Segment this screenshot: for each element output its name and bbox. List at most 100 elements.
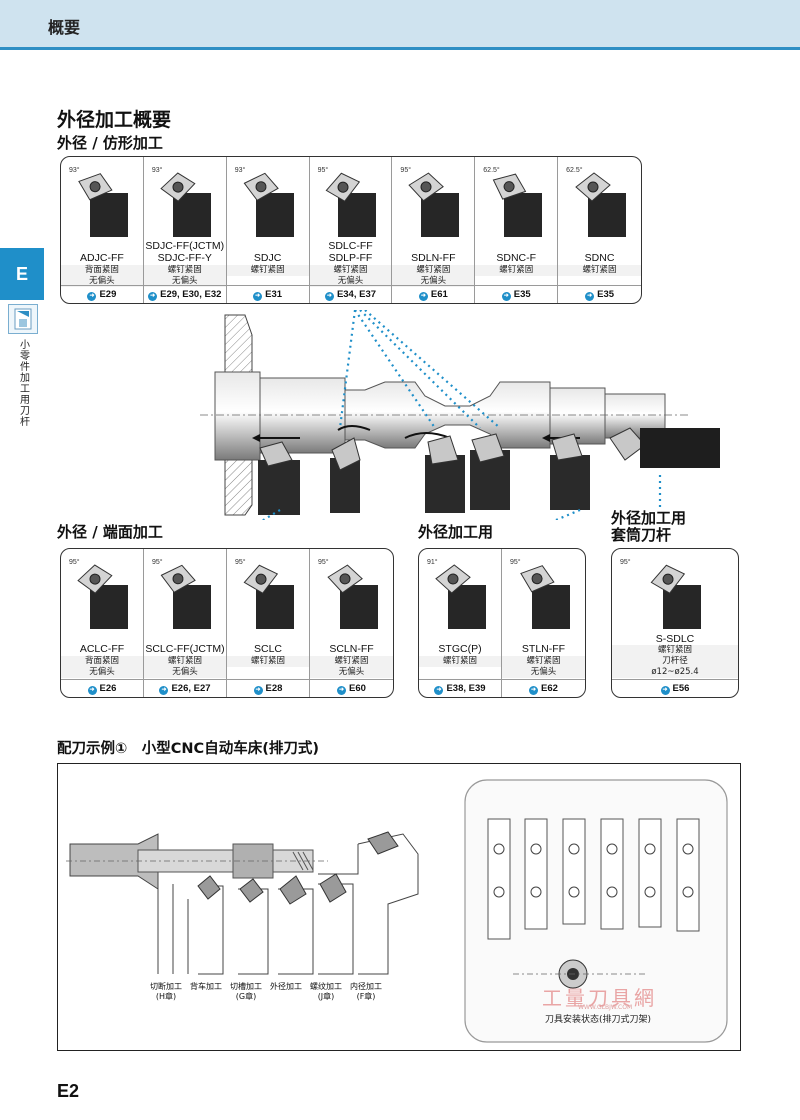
arrow-right-icon: ➜	[585, 292, 595, 301]
arrow-right-icon: ➜	[337, 686, 347, 695]
header-bar: 概要	[0, 0, 800, 50]
cutting-angle-label: 93°	[151, 167, 163, 174]
page-reference-text: E29	[99, 289, 117, 300]
tool-clamp-description: 背面紧固 无偏头	[61, 265, 143, 287]
page-reference-link[interactable]: ➜E26, E27	[144, 679, 226, 697]
page-reference-text: E34, E37	[336, 289, 377, 300]
tool-model-name: SCLC	[253, 643, 282, 655]
page-reference-link[interactable]: ➜E60	[310, 679, 393, 697]
page-reference-link[interactable]: ➜E29, E30, E32	[143, 285, 226, 303]
tool-holder-image	[155, 557, 215, 629]
tool-clamp-description: 螺钉紧固 无偏头	[502, 656, 585, 678]
cutting-angle-label: 95°	[317, 167, 329, 174]
arrow-right-icon: ➜	[253, 292, 263, 301]
page-reference-link[interactable]: ➜E26	[61, 679, 143, 697]
page-reference-link[interactable]: ➜E56	[612, 679, 738, 697]
page-reference-link[interactable]: ➜E28	[227, 679, 309, 697]
tool-holder-image	[238, 557, 298, 629]
page-reference-text: E29, E30, E32	[160, 289, 222, 300]
tool-holder-image	[403, 165, 463, 237]
cutting-angle-label: 62.5°	[566, 167, 583, 174]
cutting-angle-label: 95°	[152, 559, 163, 566]
page-reference-text: E28	[265, 683, 283, 694]
arrow-right-icon: ➜	[501, 292, 511, 301]
tool-model-name: STGC(P)	[438, 643, 482, 655]
arrow-right-icon: ➜	[87, 686, 97, 695]
page-reference-link[interactable]: ➜E29	[61, 285, 143, 303]
cutting-angle-label: 62.5°	[483, 167, 500, 174]
tool-model-name: S-SDLC	[655, 633, 695, 645]
tool-clamp-description: 螺钉紧固	[227, 656, 309, 667]
page-reference-text: E26, E27	[171, 683, 211, 694]
process-label: 背车加工	[190, 982, 222, 991]
subtitle-sleeve: 外径加工用 套筒刀杆	[611, 509, 687, 544]
tool-clamp-description: 背面紧固 无偏头	[61, 656, 143, 678]
cutting-angle-label: 95°	[69, 559, 80, 566]
tool-clamp-description: 螺钉紧固	[475, 265, 558, 276]
tool-cell: 91°STGC(P)螺钉紧固➜E38, E39	[419, 549, 502, 697]
tool-holder-image	[322, 557, 382, 629]
page-reference-text: E60	[349, 683, 366, 694]
page-reference-link[interactable]: ➜E38, E39	[419, 679, 501, 697]
tool-clamp-description: 螺钉紧固 无偏头	[144, 656, 226, 678]
arrow-right-icon: ➜	[87, 292, 97, 301]
tool-holder-image	[155, 165, 215, 237]
page-reference-link[interactable]: ➜E34, E37	[309, 285, 392, 303]
tool-holder-image	[514, 557, 574, 629]
tool-holder-image	[72, 165, 132, 237]
subtitle-od: 外径加工用	[418, 523, 494, 541]
page-reference-link[interactable]: ➜E62	[502, 679, 585, 697]
page-reference-text: E61	[430, 289, 448, 300]
tool-clamp-description: 螺钉紧固 刀杆径 ø12~ø25.4	[612, 645, 738, 678]
arrow-right-icon: ➜	[253, 686, 263, 695]
page-reference-link[interactable]: ➜E35	[558, 285, 641, 303]
process-label: 外径加工	[270, 982, 302, 991]
tool-model-name: SDJC	[253, 252, 282, 264]
process-label: 内径加工 (F章)	[350, 982, 382, 1001]
tool-clamp-description: 螺钉紧固 无偏头	[310, 656, 393, 678]
cutting-angle-label: 95°	[318, 559, 329, 566]
page-reference-text: E38, E39	[446, 683, 486, 694]
page-reference-text: E35	[513, 289, 531, 300]
tool-model-name: SDJC-FF(JCTM) SDJC-FF-Y	[145, 240, 225, 264]
page-reference-link[interactable]: ➜E61	[392, 285, 475, 303]
cutting-angle-label: 91°	[427, 559, 438, 566]
page-reference-text: E56	[672, 683, 690, 694]
toolholder-icon	[8, 304, 38, 334]
tool-holder-image	[486, 165, 546, 237]
page-reference-text: E35	[597, 289, 615, 300]
page-reference-text: E62	[541, 683, 558, 694]
arrow-right-icon: ➜	[324, 292, 334, 301]
arrow-right-icon: ➜	[529, 686, 539, 695]
page-reference-link[interactable]: ➜E35	[475, 285, 558, 303]
cutting-angle-label: 95°	[400, 167, 412, 174]
tool-clamp-description: 螺钉紧固 无偏头	[143, 265, 226, 287]
arrow-right-icon: ➜	[418, 292, 428, 301]
tool-model-name: ADJC-FF	[80, 252, 124, 264]
arrow-right-icon: ➜	[148, 292, 158, 301]
tool-clamp-description: 螺钉紧固	[226, 265, 309, 276]
tool-holder-image	[645, 557, 705, 629]
page-reference-text: E31	[265, 289, 283, 300]
watermark-url: WWW.GLBJW.COM	[578, 1004, 633, 1011]
watermark: 工量刀具網	[542, 986, 657, 1010]
tool-model-name: SDNC-F	[496, 252, 537, 264]
subtitle-od-profile: 外径 / 仿形加工	[57, 134, 163, 152]
page-reference-link[interactable]: ➜E31	[226, 285, 309, 303]
chapter-tab[interactable]: E	[0, 248, 44, 300]
cutting-angle-label: 93°	[69, 167, 80, 174]
